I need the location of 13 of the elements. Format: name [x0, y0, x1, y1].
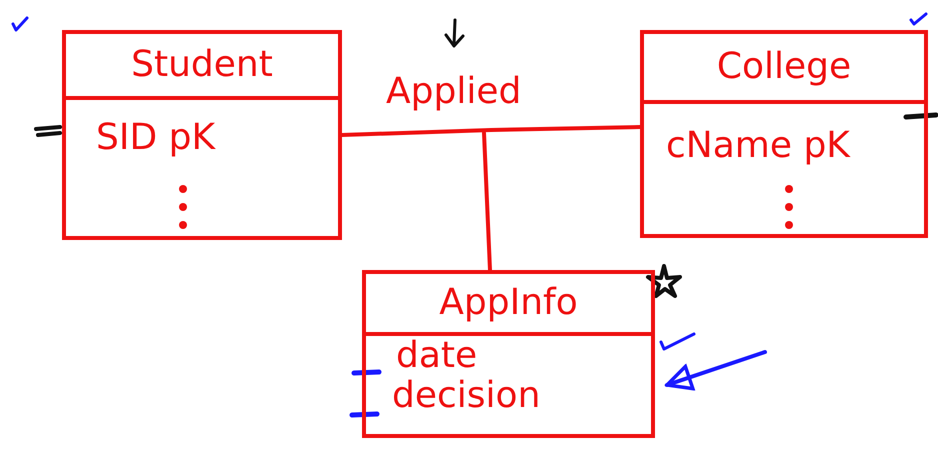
class-box — [362, 270, 655, 438]
arrow — [665, 350, 767, 390]
class-box — [62, 30, 342, 240]
class-name: AppInfo — [439, 285, 578, 321]
class-name: Student — [131, 47, 273, 83]
class-box — [640, 30, 928, 238]
association-line — [482, 131, 492, 272]
attribute-text: date — [396, 338, 478, 374]
class-name: College — [716, 49, 852, 85]
attribute-text: cName pK — [666, 128, 850, 164]
association-line — [340, 125, 642, 137]
attribute-text: SID pK — [96, 120, 216, 156]
attribute-text: decision — [392, 378, 540, 414]
